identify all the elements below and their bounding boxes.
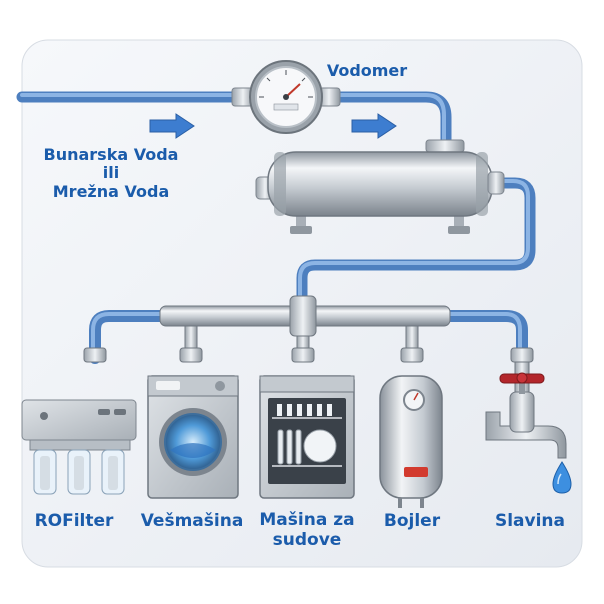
outlet-valve-dishwasher bbox=[291, 335, 315, 363]
dishwasher-label-line1: Mašina za bbox=[259, 510, 355, 530]
water-meter-gauge bbox=[231, 60, 341, 134]
washing-machine-icon bbox=[147, 375, 239, 499]
water-drop-icon bbox=[552, 461, 572, 494]
source-label-line1: Bunarska Voda bbox=[43, 145, 179, 164]
boiler-label: Bojler bbox=[372, 511, 452, 532]
washer-label-text: Vešmašina bbox=[140, 511, 244, 531]
flow-arrow-in bbox=[149, 113, 195, 139]
flow-arrow-out bbox=[351, 113, 397, 139]
manifold-pipe bbox=[89, 295, 528, 364]
meter-label: Vodomer bbox=[312, 61, 422, 80]
outlet-valve-faucet bbox=[510, 347, 534, 363]
outlet-valve-washer bbox=[179, 325, 203, 363]
washer-label: Vešmašina bbox=[136, 511, 248, 532]
outlet-valve-boiler bbox=[400, 325, 424, 363]
dishwasher-label: Mašina za sudove bbox=[254, 510, 360, 550]
outlet-valve-rofilter bbox=[83, 347, 107, 363]
dishwasher-label-line2: sudove bbox=[272, 529, 342, 550]
ro-filter-icon bbox=[21, 399, 137, 495]
faucet-label-text: Slavina bbox=[494, 511, 566, 531]
faucet-label: Slavina bbox=[482, 511, 578, 532]
pressure-tank bbox=[255, 139, 505, 234]
source-label-line2: ili bbox=[102, 163, 120, 183]
boiler-icon bbox=[379, 375, 443, 508]
rofilter-label-text: ROFilter bbox=[34, 511, 114, 531]
faucet-icon bbox=[485, 361, 567, 459]
tank-outlet-pipe bbox=[296, 177, 536, 314]
boiler-label-text: Bojler bbox=[383, 511, 441, 531]
main-supply-pipe bbox=[16, 91, 452, 150]
dishwasher-icon bbox=[259, 375, 355, 499]
source-label: Bunarska Voda ili Mrežna Voda bbox=[26, 145, 196, 201]
source-label-line3: Mrežna Voda bbox=[52, 181, 170, 201]
rofilter-label: ROFilter bbox=[24, 511, 124, 532]
meter-label-text: Vodomer bbox=[326, 61, 408, 80]
